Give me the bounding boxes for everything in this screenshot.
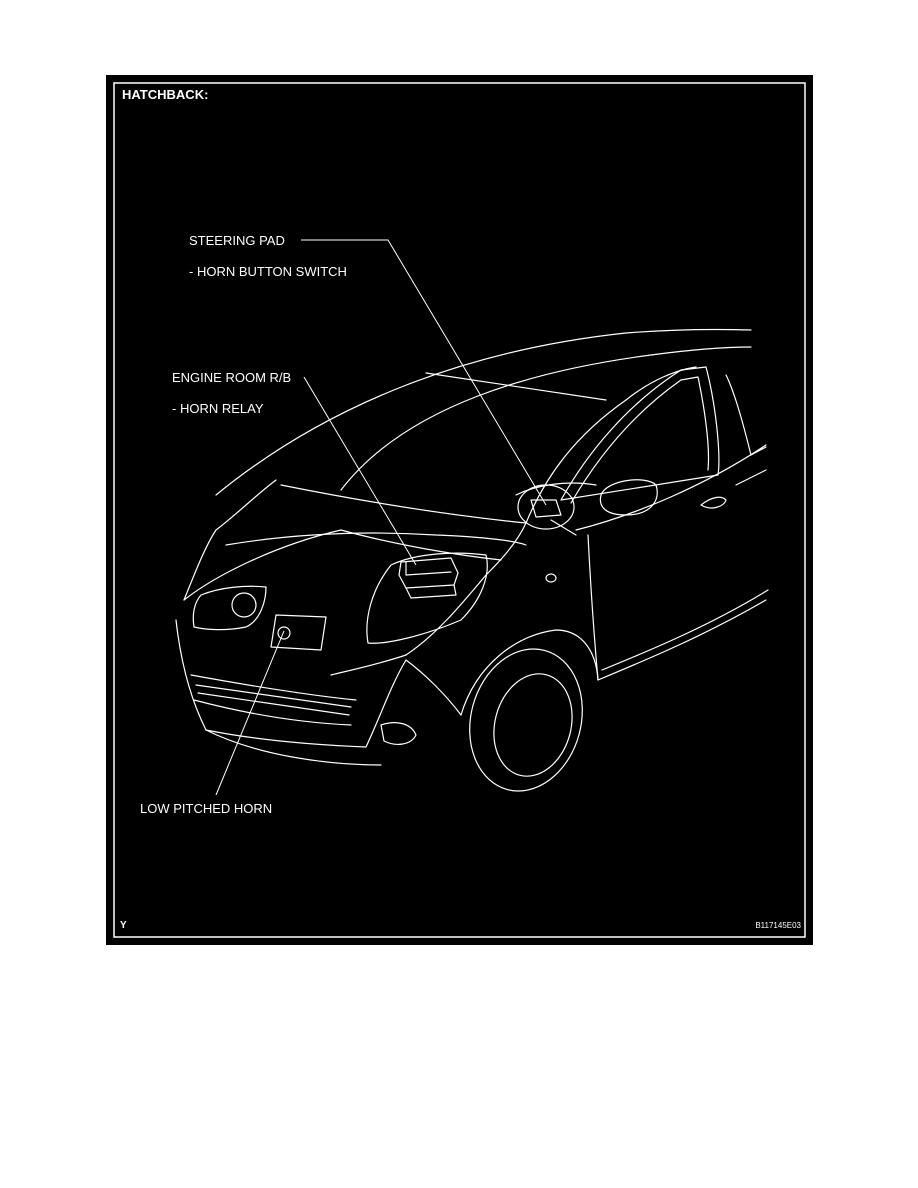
hood-outline (183, 479, 277, 601)
rear-window-2 (735, 469, 767, 486)
headlight-right (366, 552, 488, 644)
section-title: HATCHBACK: (122, 87, 209, 102)
rear-window (725, 374, 767, 456)
door-bottom (597, 599, 767, 681)
hood-right-edge (340, 529, 502, 561)
wheel-arch (460, 629, 599, 716)
steering-pad (530, 499, 562, 518)
horn-body (277, 626, 291, 640)
inner-frame (113, 82, 806, 938)
front-rim (493, 673, 573, 777)
steering-column (550, 519, 577, 536)
leader-low-pitched-horn (215, 630, 285, 796)
door-window (560, 366, 720, 501)
door-handle (700, 496, 727, 509)
fender-bottom (405, 659, 462, 716)
leader-steering-pad (301, 239, 547, 506)
a-pillar (525, 366, 697, 524)
fog-light (380, 722, 417, 745)
fender-line-2 (330, 654, 407, 676)
door-front-edge (587, 534, 599, 681)
label-horn-button-switch: - HORN BUTTON SWITCH (189, 264, 347, 279)
figure-id: B117145E03 (755, 921, 801, 930)
grille-bar-2 (197, 692, 350, 716)
windshield-center-line (425, 372, 607, 401)
label-steering-pad: STEERING PAD (189, 233, 285, 248)
windshield-bottom (280, 484, 527, 524)
relay-box-top (405, 561, 452, 576)
windshield-top (340, 346, 752, 491)
door-belt (575, 444, 767, 531)
grille-lower (193, 699, 352, 726)
leader-engine-room (303, 376, 417, 566)
roof-outline (215, 328, 752, 496)
hood-front (183, 529, 342, 601)
hood-crease (225, 532, 527, 546)
front-tire (469, 648, 583, 792)
corner-mark: Y (120, 920, 127, 931)
dash-line (515, 482, 597, 496)
door-window-inner (570, 376, 710, 504)
leader-lines (215, 239, 547, 796)
label-engine-room-rb: ENGINE ROOM R/B (172, 370, 292, 385)
fender-line (405, 522, 527, 656)
side-marker (545, 573, 557, 583)
door-bottom-2 (601, 589, 769, 671)
label-horn-relay: - HORN RELAY (172, 401, 264, 416)
headlight-left (192, 585, 267, 631)
label-low-pitched-horn: LOW PITCHED HORN (140, 801, 273, 816)
car-horn-location-diagram: HATCHBACK: STEERING PAD - HORN BUTTON SW… (106, 75, 813, 945)
relay-box-side (405, 584, 457, 599)
side-mirror (599, 479, 658, 516)
headlight-left-bulb (231, 592, 257, 618)
car-line-drawing (113, 82, 806, 938)
bumper-outline (175, 619, 407, 748)
horn-housing (270, 614, 327, 651)
steering-wheel (517, 484, 575, 530)
grille-upper (190, 674, 357, 701)
grille-bar-1 (195, 684, 352, 708)
bumper-lower-lip (205, 729, 382, 766)
